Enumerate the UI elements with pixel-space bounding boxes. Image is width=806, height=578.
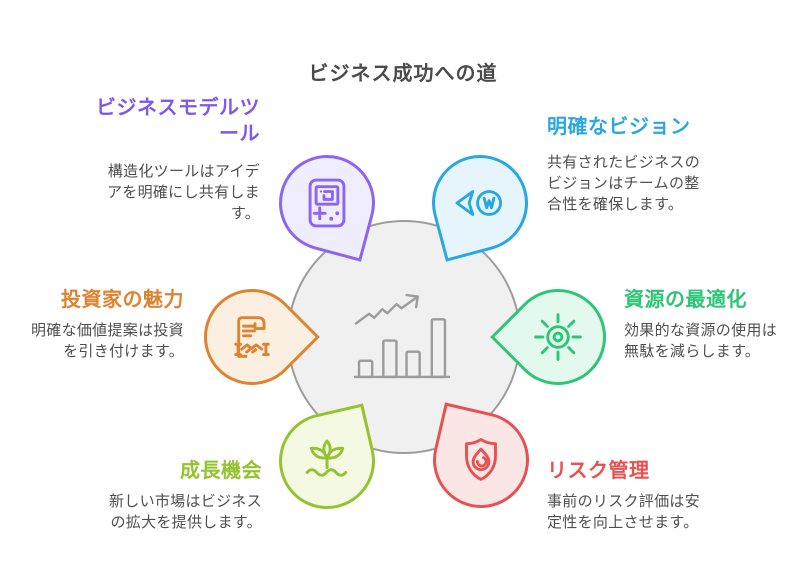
node-growth-opportunities: 成長機会 新しい市場はビジネスの拡大を提供します。 <box>99 458 262 533</box>
node-description: 新しい市場はビジネスの拡大を提供します。 <box>108 493 262 531</box>
page-title: ビジネス成功への道 <box>308 63 498 86</box>
node-heading: リスク管理 <box>547 460 650 482</box>
node-description: 共有されたビジネスのビジョンはチームの整合性を確保します。 <box>547 154 701 213</box>
node-clear-vision: 明確なビジョン 共有されたビジネスのビジョンはチームの整合性を確保します。 <box>547 114 747 215</box>
node-description: 明確な価値提案は投資を引き付けます。 <box>30 322 184 360</box>
bar-chart-growth-icon <box>354 293 450 379</box>
contract-handshake-icon <box>234 316 270 358</box>
node-description: 構造化ツールはアイデアを明確にし共有します。 <box>106 163 260 222</box>
node-resource-optimization: 資源の最適化 効果的な資源の使用は無駄を減らします。 <box>624 287 787 362</box>
node-description: 効果的な資源の使用は無駄を減らします。 <box>624 322 778 360</box>
node-risk-management: リスク管理 事前のリスク評価は安定性を向上させます。 <box>547 458 710 533</box>
node-heading: 投資家の魅力 <box>61 289 184 311</box>
canvas-tool-icon <box>308 178 346 228</box>
node-investor-appeal: 投資家の魅力 明確な価値提案は投資を引き付けます。 <box>21 287 184 362</box>
node-business-model-tools: ビジネスモデルツール 構造化ツールはアイデアを明確にし共有します。 <box>88 95 260 224</box>
node-heading: 成長機会 <box>180 460 262 482</box>
node-heading: ビジネスモデルツール <box>96 97 260 145</box>
shield-flame-icon <box>465 438 497 481</box>
node-heading: 明確なビジョン <box>547 116 691 138</box>
paper-plane-w-icon <box>455 190 502 216</box>
node-description: 事前のリスク評価は安定性を向上させます。 <box>547 493 701 531</box>
sprout-icon <box>305 439 348 477</box>
sun-gear-icon <box>534 313 582 361</box>
node-heading: 資源の最適化 <box>624 289 747 311</box>
